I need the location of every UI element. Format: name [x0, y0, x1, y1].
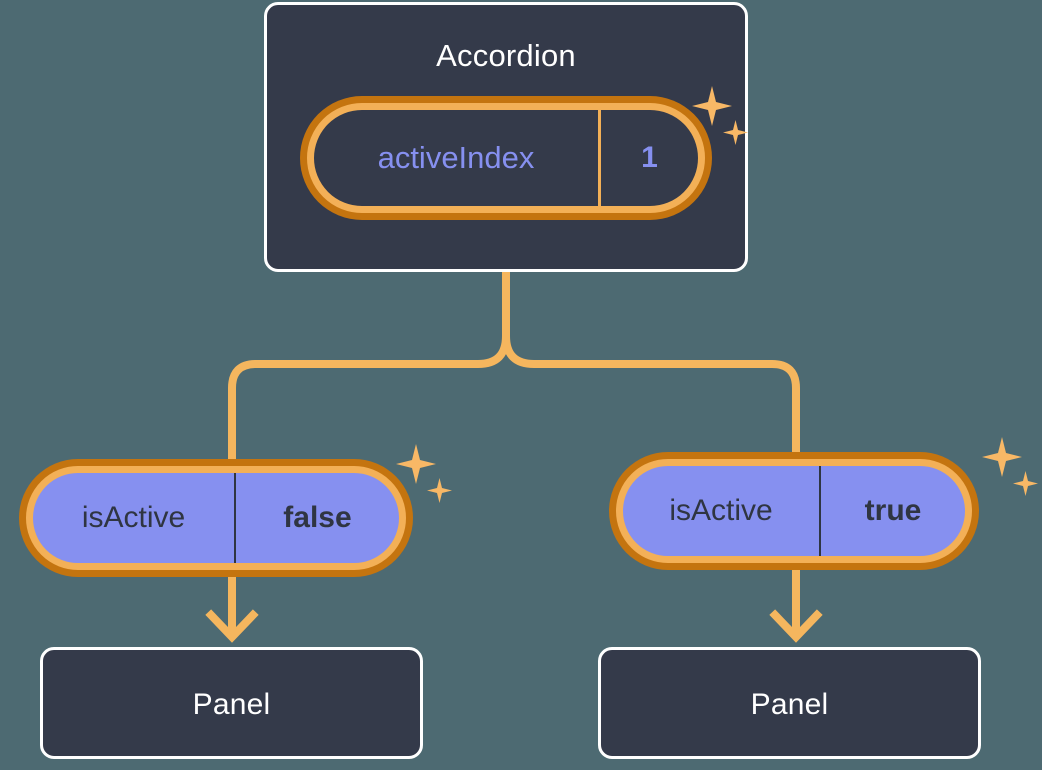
arrow-down-icon-left [205, 609, 259, 643]
prop-pill-key: isActive [33, 473, 236, 563]
panel-node-right[interactable]: Panel [598, 647, 981, 759]
prop-pill-isactive-true[interactable]: isActive true [616, 459, 972, 563]
panel-title-right: Panel [750, 688, 829, 721]
sparkle-icon [982, 437, 1022, 477]
wire-branch-right [502, 335, 800, 464]
prop-pill-value: false [283, 501, 352, 534]
prop-pill-key: isActive [623, 466, 821, 556]
prop-pill-isactive-false[interactable]: isActive false [26, 466, 406, 570]
accordion-title: Accordion [436, 38, 576, 73]
prop-pill-value: true [864, 494, 922, 527]
sparkle-small-icon [427, 478, 452, 503]
sparkle-small-icon [1013, 471, 1038, 496]
panel-node-left[interactable]: Panel [40, 647, 423, 759]
arrow-down-icon-right [769, 609, 823, 643]
wire-branch-left [228, 335, 510, 470]
state-pill-value: 1 [641, 141, 658, 174]
state-pill-key: activeIndex [314, 110, 601, 206]
panel-title-left: Panel [192, 688, 271, 721]
state-pill-activeindex[interactable]: activeIndex 1 [307, 103, 705, 213]
sparkle-icon [396, 444, 436, 484]
